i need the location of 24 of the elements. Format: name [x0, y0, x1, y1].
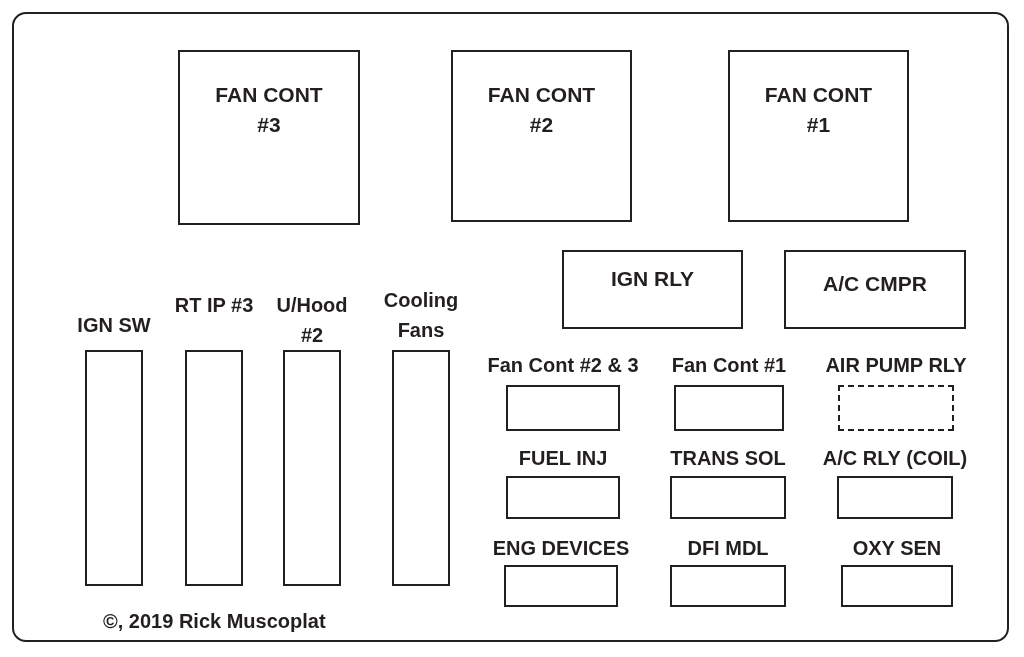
fuse-label: Fan Cont #1 — [670, 353, 788, 378]
fuse-label: ENG DEVICES — [491, 536, 631, 561]
fuse-label: DFI MDL — [686, 536, 770, 561]
fuse-label: U/Hood #2 — [275, 293, 349, 348]
relay-block — [562, 250, 743, 329]
relay-label: A/C CMPR — [823, 271, 927, 297]
relay-label: FAN CONT #3 — [214, 82, 324, 138]
fuse-label: TRANS SOL — [669, 446, 787, 471]
fuse-label: OXY SEN — [851, 536, 943, 561]
relay-label: IGN RLY — [610, 266, 695, 292]
fuse-label: AIR PUMP RLY — [824, 353, 968, 378]
relay-label: FAN CONT #2 — [486, 82, 597, 138]
relay-block — [784, 250, 966, 329]
relay-block — [451, 50, 632, 222]
copyright-note: ©, 2019 Rick Muscoplat — [103, 610, 326, 633]
fuse-label: Fan Cont #2 & 3 — [486, 353, 640, 378]
fuse-label: FUEL INJ — [517, 446, 609, 471]
fuse-label: Cooling Fans — [382, 288, 460, 343]
fuse-label: A/C RLY (COIL) — [821, 446, 969, 471]
fuse-label: RT IP #3 — [174, 293, 254, 318]
relay-block — [728, 50, 909, 222]
relay-block — [178, 50, 360, 225]
relay-label: FAN CONT #1 — [763, 82, 874, 138]
fuse-label: IGN SW — [76, 313, 152, 338]
